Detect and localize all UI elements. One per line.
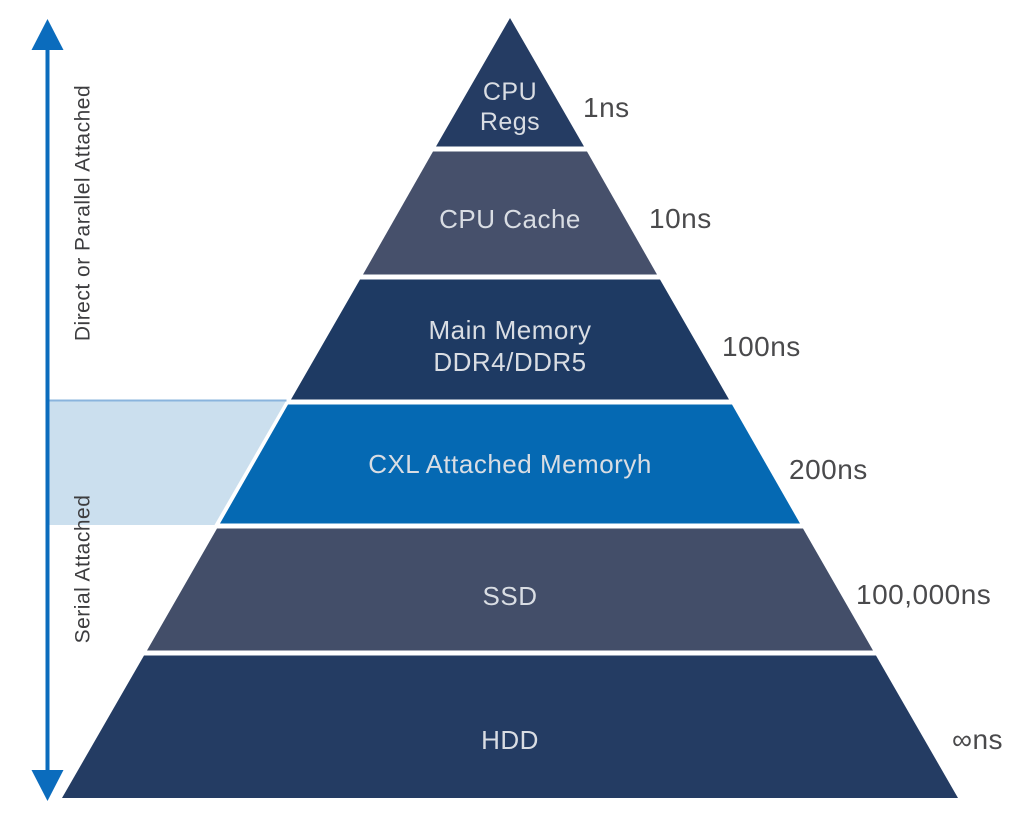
arrow-up-icon: [31, 19, 64, 50]
layer-shape-ssd: [147, 528, 873, 651]
layer-shape-cpu-regs: [436, 18, 584, 147]
latency-main-memory: 100ns: [722, 331, 801, 362]
latency-cpu-regs: 1ns: [583, 92, 630, 123]
layer-shape-cxl-attached-memory: [220, 404, 800, 524]
layer-shape-cpu-cache: [363, 151, 657, 275]
label-cpu-regs-line1: CPU: [483, 78, 537, 106]
latency-axis-arrow: [31, 19, 64, 801]
label-hdd: HDD: [481, 725, 539, 755]
latency-cpu-cache: 10ns: [649, 203, 712, 234]
label-main-memory-line1: Main Memory: [429, 315, 592, 345]
latency-hdd: ∞ns: [952, 724, 1003, 755]
layer-shape-hdd: [62, 655, 958, 798]
layer-shape-main-memory: [291, 279, 729, 400]
serial-attached-label: Serial Attached: [72, 495, 95, 644]
arrow-down-icon: [31, 770, 64, 801]
direct-parallel-attached-label: Direct or Parallel Attached: [72, 85, 95, 341]
latency-ssd: 100,000ns: [856, 579, 991, 610]
layer-labels: CPU Regs CPU Cache Main Memory DDR4/DDR5…: [368, 78, 652, 755]
label-cpu-cache: CPU Cache: [439, 204, 581, 234]
label-cpu-regs-line2: Regs: [480, 108, 540, 136]
cxl-highlight-band: [48, 400, 287, 525]
pyramid: [62, 18, 958, 798]
latency-labels: 1ns 10ns 100ns 200ns 100,000ns ∞ns: [583, 92, 1003, 755]
label-main-memory-line2: DDR4/DDR5: [433, 347, 586, 377]
label-ssd: SSD: [483, 581, 538, 611]
latency-cxl-attached-memory: 200ns: [789, 454, 868, 485]
label-cxl-attached-memory: CXL Attached Memoryh: [368, 449, 652, 479]
